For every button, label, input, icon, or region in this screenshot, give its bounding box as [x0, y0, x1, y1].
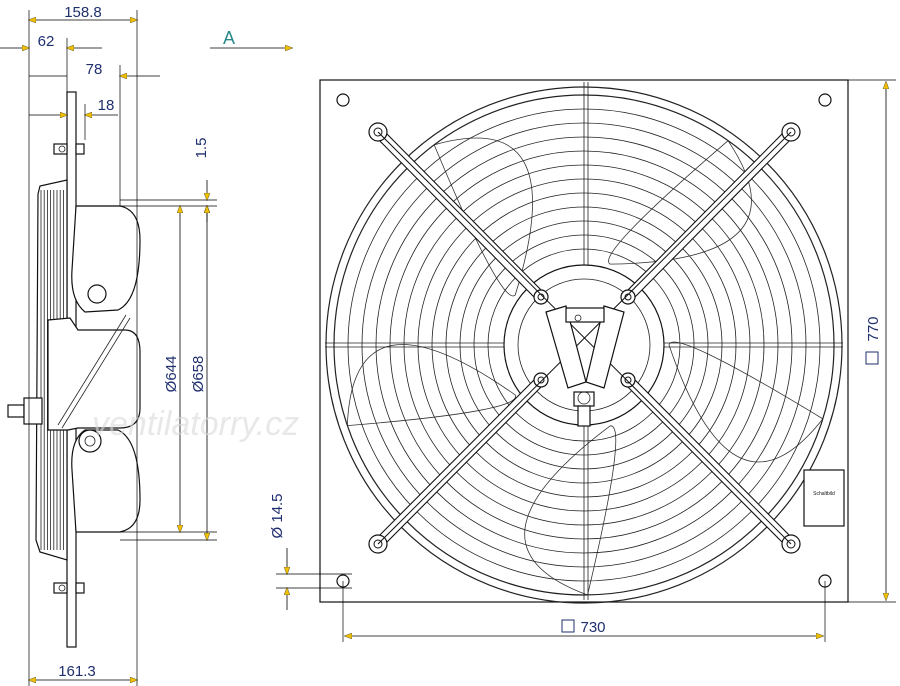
square-symbol-horizontal	[561, 619, 575, 633]
arm-bolt-hole	[786, 127, 796, 137]
fan-blade	[346, 344, 516, 427]
side-lower-knob	[78, 429, 102, 453]
dim-side-18: 18	[98, 97, 115, 114]
side-cable-connector	[7, 404, 25, 418]
arm-hub-bolt	[533, 372, 549, 388]
side-top-bolt	[53, 143, 85, 155]
side-motor-hub	[47, 317, 141, 431]
dim-hole-diameter: Ø 14.5	[269, 493, 286, 538]
dim-side-62: 62	[38, 33, 55, 50]
dim-side-1-5: 1.5	[193, 138, 210, 159]
arm-hub-bolt-hole	[624, 376, 632, 384]
side-cable	[57, 314, 127, 426]
fan-blade	[668, 341, 824, 463]
arm-hub-bolt	[620, 372, 636, 388]
dim-outer-diameter: Ø658	[190, 356, 207, 393]
label-plate	[803, 469, 845, 527]
dim-side-total-depth: 158.8	[64, 4, 102, 21]
side-fan-lower-lobe	[71, 429, 141, 533]
dim-bottom-depth: 161.3	[58, 663, 96, 680]
terminal-box	[545, 305, 625, 389]
side-cable-gland	[23, 397, 43, 425]
fan-blade	[524, 425, 617, 596]
cable-gland	[573, 391, 595, 427]
arm-hub-bolt	[620, 289, 636, 305]
dim-inner-diameter: Ø644	[163, 356, 180, 393]
side-view	[7, 91, 217, 648]
side-dimensions: 158.8 62 78 18 1.5 Ø644 Ø658 161.3 A	[0, 4, 292, 686]
side-bottom-bolt	[53, 582, 85, 594]
arm-hub-bolt-hole	[537, 376, 545, 384]
side-fan-upper-lobe	[71, 205, 141, 313]
label-plate-text: Schaltbild	[813, 491, 835, 497]
arm-hub-bolt	[533, 289, 549, 305]
fan-blade	[608, 140, 752, 265]
front-view: Schaltbild	[319, 79, 849, 604]
corner-hole-top-left	[336, 93, 350, 107]
fan-blades	[346, 137, 824, 596]
dim-side-78: 78	[86, 61, 103, 78]
view-marker-a: A	[223, 28, 235, 48]
dim-hole-spacing: 730	[580, 619, 605, 636]
arm-bolt-hole	[786, 539, 796, 549]
square-symbol-vertical	[865, 351, 879, 365]
watermark: ventilatorry.cz	[92, 405, 299, 443]
arm-bolt-hole	[373, 127, 383, 137]
side-upper-knob	[87, 284, 107, 304]
support-arms	[368, 122, 801, 554]
dim-plate-height: 770	[865, 316, 882, 341]
corner-hole-top-right	[818, 93, 832, 107]
front-dimensions: 770 730 Ø 14.5	[269, 79, 896, 642]
cross-wire	[377, 131, 792, 545]
arm-bolt-hole	[373, 539, 383, 549]
fan-blade	[433, 137, 533, 297]
